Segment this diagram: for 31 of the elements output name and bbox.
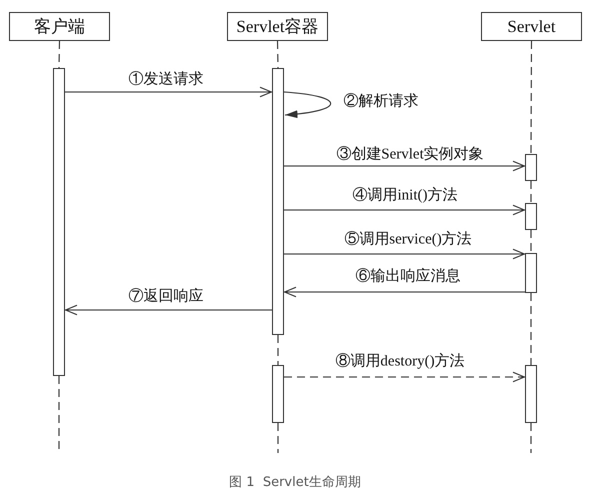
lifeline [58,41,60,68]
activation-bar [525,203,537,230]
lifeline [277,423,279,453]
lifeline [530,293,532,365]
message-arrow [284,160,526,172]
activation-bar [525,154,537,181]
lifeline [530,423,532,453]
edge-label: ⑤调用service()方法 [343,231,473,249]
message-arrow [284,372,526,382]
activation-bar [272,68,284,335]
message-arrow [284,204,526,216]
message-arrow [284,286,525,298]
message-arrow [284,248,526,260]
lifeline [277,335,279,365]
message-arrow [64,304,272,316]
lifeline [530,230,532,253]
activation-bar [53,68,65,376]
edge-label: ⑧调用destory()方法 [334,353,466,371]
edge-label: ④调用init()方法 [352,187,458,205]
lifeline [530,41,532,154]
participant-box: 客户端 [9,12,110,41]
figure-caption: 图 1 Servlet生命周期 [229,474,361,491]
activation-bar [525,253,537,293]
activation-bar [272,365,284,423]
lifeline [530,181,532,203]
lifeline [276,41,279,68]
message-arrow [65,86,272,98]
participant-box: Servlet容器 [227,12,328,41]
participant-box: Servlet [481,12,582,41]
self-message-arrow [284,91,331,118]
activation-bar [525,365,537,423]
